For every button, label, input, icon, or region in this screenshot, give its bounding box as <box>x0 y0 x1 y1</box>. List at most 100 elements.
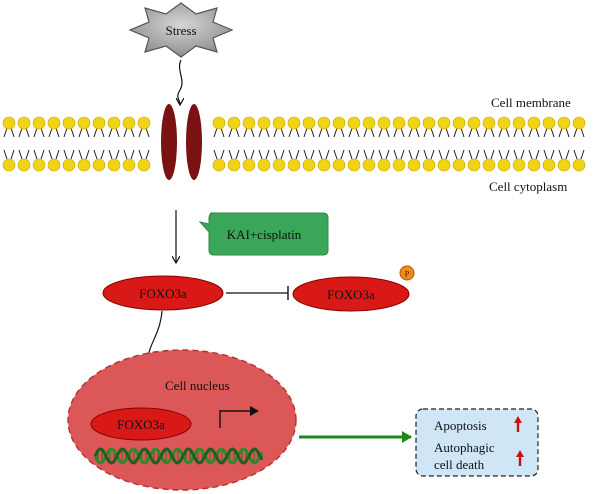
lipid-bottom <box>557 149 571 172</box>
lipid-top <box>392 116 406 138</box>
lipid-bottom <box>422 149 436 172</box>
lipid-top <box>422 116 436 138</box>
lipid-top <box>557 116 571 138</box>
lipid-bottom <box>467 149 481 172</box>
lipid-top <box>47 116 61 138</box>
nucleus-label: Cell nucleus <box>165 378 230 393</box>
stress-star-shape <box>128 2 234 58</box>
lipid-bottom <box>47 149 61 172</box>
lipid-bottom <box>257 149 271 172</box>
lipid-bottom <box>362 149 376 172</box>
apoptosis-label: Apoptosis <box>434 418 487 433</box>
lipid-top <box>512 116 526 138</box>
lipid-top <box>227 116 241 138</box>
lipid-top <box>302 116 316 138</box>
lipid-bottom <box>302 149 316 172</box>
channel-protein-right <box>186 104 202 180</box>
lipid-bottom <box>212 149 226 172</box>
lipid-top <box>332 116 346 138</box>
lipid-top <box>62 116 76 138</box>
phosphate-badge <box>399 265 415 281</box>
lipid-bottom <box>137 149 151 172</box>
drug-callout: KAI+cisplatin <box>198 212 329 256</box>
lipid-top <box>317 116 331 138</box>
lipid-bottom <box>2 149 16 172</box>
lipid-top <box>122 116 136 138</box>
stress-label: Stress <box>165 23 196 38</box>
phospho-foxo3a: FOXO3a P <box>292 265 415 312</box>
phosphate-label: P <box>405 270 410 279</box>
lipid-top <box>482 116 496 138</box>
lipid-top <box>242 116 256 138</box>
lipid-bottom <box>452 149 466 172</box>
lipid-bottom <box>392 149 406 172</box>
lipid-bottom <box>287 149 301 172</box>
lipid-top <box>527 116 541 138</box>
lipid-top <box>137 116 151 138</box>
lipid-bottom <box>227 149 241 172</box>
foxo3a-ellipse <box>102 275 224 311</box>
lipid-top <box>362 116 376 138</box>
outcomes-box-frame <box>415 408 539 477</box>
cell-cytoplasm-label: Cell cytoplasm <box>489 179 567 194</box>
phospho-foxo3a-label: FOXO3a <box>327 287 375 302</box>
lipid-top <box>92 116 106 138</box>
dna-helix <box>93 447 264 465</box>
lipid-bottom <box>77 149 91 172</box>
drug-label: KAI+cisplatin <box>227 227 302 242</box>
nuclear-foxo3a-label: FOXO3a <box>117 417 165 432</box>
lipid-top <box>287 116 301 138</box>
foxo3a-cytoplasm: FOXO3a <box>102 275 224 311</box>
lipid-bottom <box>527 149 541 172</box>
lipid-top <box>347 116 361 138</box>
lipid-top <box>542 116 556 138</box>
outcomes-box: Apoptosis Autophagic cell death <box>415 408 539 477</box>
dna-strand-2 <box>93 447 264 465</box>
lipid-bottom <box>437 149 451 172</box>
lipid-top <box>407 116 421 138</box>
lipid-bottom <box>17 149 31 172</box>
membrane-channel <box>161 104 202 180</box>
lipid-top <box>497 116 511 138</box>
cell-death-label: cell death <box>434 457 485 472</box>
lipid-bottom <box>92 149 106 172</box>
lipid-top <box>17 116 31 138</box>
lipid-bottom <box>497 149 511 172</box>
stress-to-channel-arrow <box>178 59 182 104</box>
lipid-bottom <box>482 149 496 172</box>
lipid-bilayer <box>2 116 586 172</box>
phosphorylation-inhibition <box>226 286 289 300</box>
lipid-bottom <box>272 149 286 172</box>
lipid-top <box>212 116 226 138</box>
lipid-top <box>467 116 481 138</box>
dna-strand-1 <box>93 447 264 465</box>
lipid-bottom <box>377 149 391 172</box>
lipid-top <box>107 116 121 138</box>
lipid-bottom <box>32 149 46 172</box>
lipid-bottom <box>62 149 76 172</box>
lipid-bottom <box>107 149 121 172</box>
channel-protein-left <box>161 104 177 180</box>
lipid-bottom <box>512 149 526 172</box>
drug-callout-box <box>198 212 329 256</box>
lipid-top <box>377 116 391 138</box>
lipid-bottom <box>542 149 556 172</box>
lipid-bottom <box>347 149 361 172</box>
lipid-bottom <box>122 149 136 172</box>
lipid-bottom <box>407 149 421 172</box>
nuclear-foxo3a-ellipse <box>90 407 192 441</box>
lipid-top <box>77 116 91 138</box>
cell-membrane-label: Cell membrane <box>491 95 571 110</box>
lipid-bottom <box>572 149 586 172</box>
lipid-top <box>452 116 466 138</box>
lipid-top <box>572 116 586 138</box>
lipid-top <box>257 116 271 138</box>
apoptosis-up-arrow-icon <box>514 416 522 432</box>
lipid-top <box>32 116 46 138</box>
phospho-foxo3a-ellipse <box>292 276 410 312</box>
lipid-top <box>272 116 286 138</box>
lipid-top <box>437 116 451 138</box>
autophagic-up-arrow-icon <box>516 450 524 466</box>
autophagic-label: Autophagic <box>434 440 495 455</box>
